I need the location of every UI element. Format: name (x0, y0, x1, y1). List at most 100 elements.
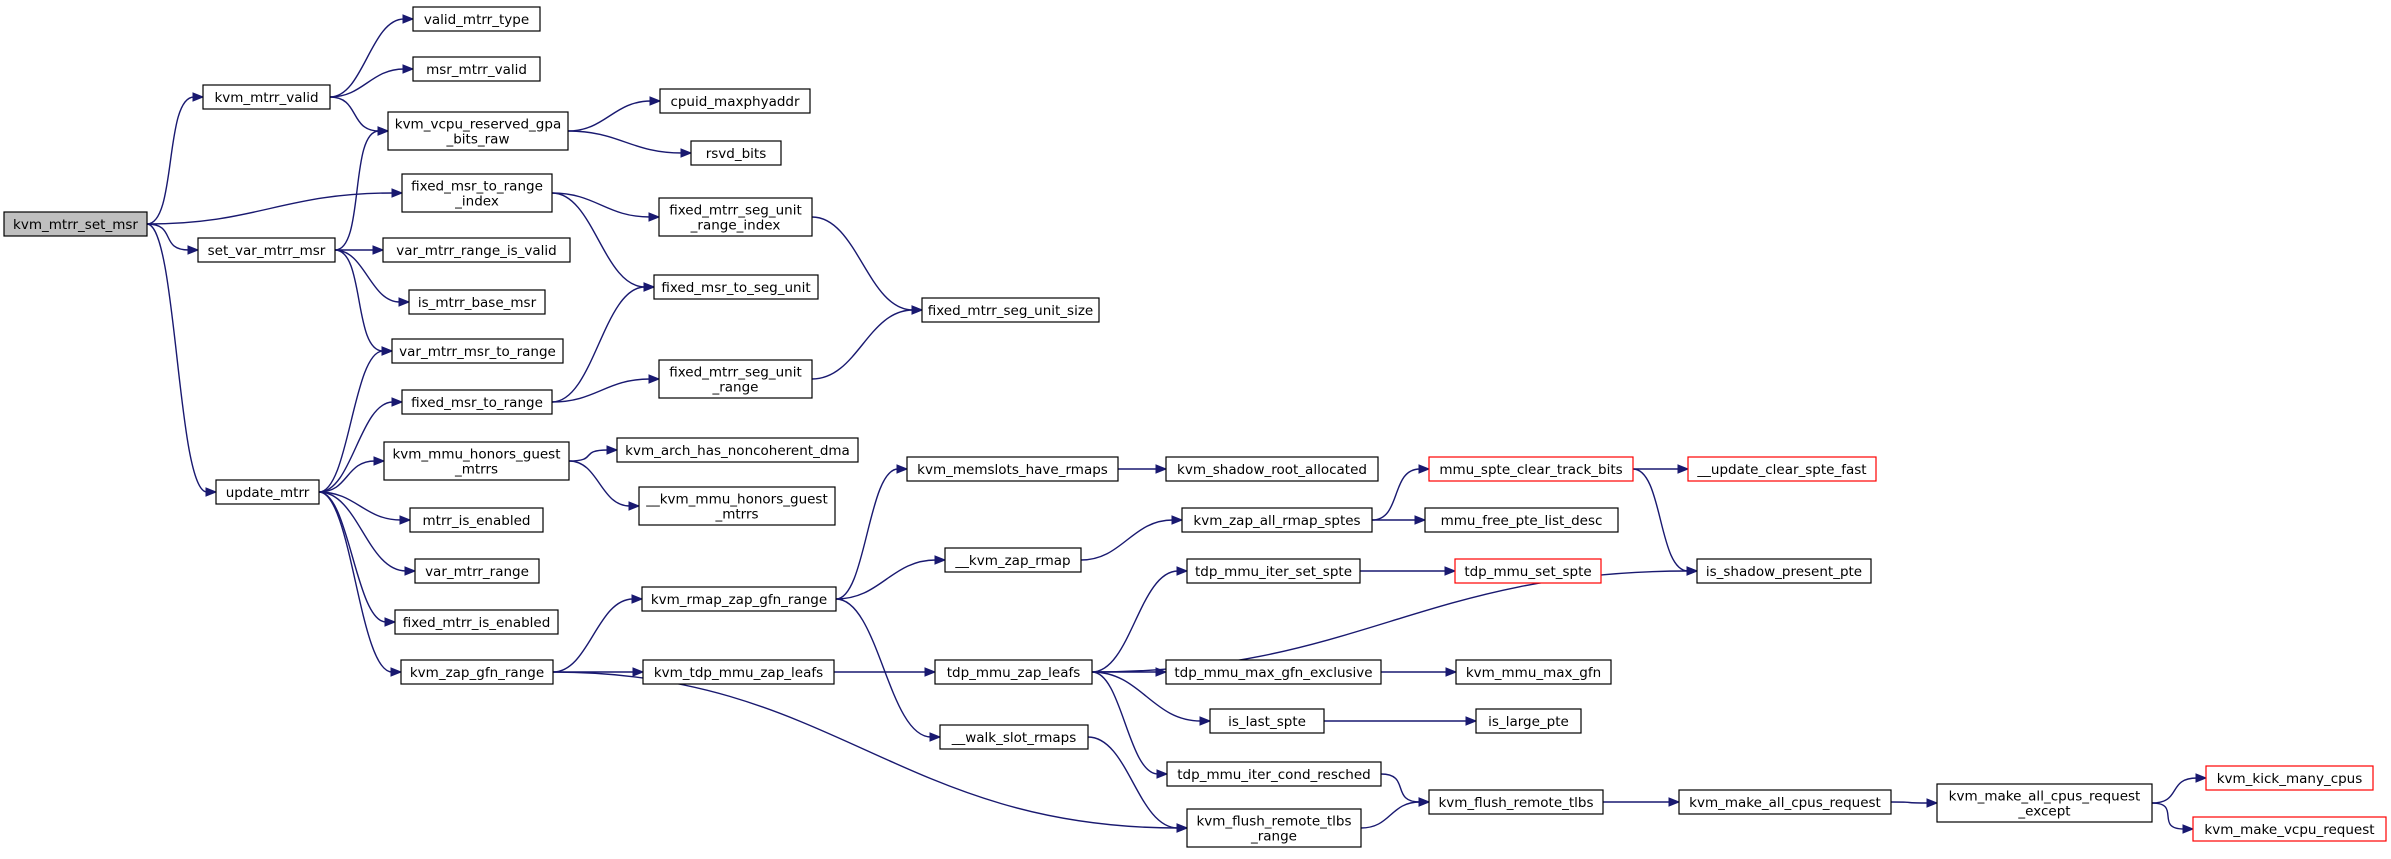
node-box[interactable] (1428, 456, 1634, 482)
node-box[interactable] (401, 389, 553, 415)
node-box[interactable] (1678, 789, 1892, 815)
node-__kvm_mmu_honors_guest_mtrrs[interactable]: __kvm_mmu_honors_guest_mtrrs (638, 486, 836, 526)
node-box[interactable] (1165, 659, 1382, 685)
node-box[interactable] (1696, 558, 1872, 584)
node-fixed_msr_to_range[interactable]: fixed_msr_to_range (401, 389, 553, 415)
node-box[interactable] (382, 237, 571, 263)
node-kvm_make_all_cpus_request[interactable]: kvm_make_all_cpus_request (1678, 789, 1892, 815)
node-box[interactable] (1454, 558, 1602, 584)
node-box[interactable] (414, 558, 540, 584)
node-mmu_free_pte_list_desc[interactable]: mmu_free_pte_list_desc (1424, 507, 1619, 533)
node-box[interactable] (642, 659, 835, 685)
node-set_var_mtrr_msr[interactable]: set_var_mtrr_msr (197, 237, 336, 263)
node-fixed_msr_to_range_index[interactable]: fixed_msr_to_range_index (401, 173, 553, 213)
node-update_mtrr[interactable]: update_mtrr (215, 479, 320, 505)
node-kvm_mtrr_set_msr[interactable]: kvm_mtrr_set_msr (3, 211, 148, 237)
node-is_large_pte[interactable]: is_large_pte (1475, 708, 1582, 734)
node-box[interactable] (690, 140, 782, 166)
node-kvm_kick_many_cpus[interactable]: kvm_kick_many_cpus (2205, 765, 2374, 791)
node-tdp_mmu_iter_cond_resched[interactable]: tdp_mmu_iter_cond_resched (1166, 761, 1382, 787)
node-kvm_vcpu_reserved_gpa_bits_raw[interactable]: kvm_vcpu_reserved_gpa_bits_raw (387, 111, 569, 151)
node-kvm_zap_gfn_range[interactable]: kvm_zap_gfn_range (400, 659, 554, 685)
node-kvm_shadow_root_allocated[interactable]: kvm_shadow_root_allocated (1165, 456, 1379, 482)
node-box[interactable] (1936, 783, 2153, 823)
node-cpuid_maxphyaddr[interactable]: cpuid_maxphyaddr (659, 88, 811, 114)
node-box[interactable] (1424, 507, 1619, 533)
node-box[interactable] (638, 486, 836, 526)
node-box[interactable] (934, 659, 1093, 685)
node-box[interactable] (1475, 708, 1582, 734)
node-kvm_mmu_max_gfn[interactable]: kvm_mmu_max_gfn (1455, 659, 1612, 685)
node-box[interactable] (1687, 456, 1877, 482)
node-mtrr_is_enabled[interactable]: mtrr_is_enabled (409, 507, 544, 533)
node-box[interactable] (400, 659, 554, 685)
node-box[interactable] (1455, 659, 1612, 685)
node-tdp_mmu_zap_leafs[interactable]: tdp_mmu_zap_leafs (934, 659, 1093, 685)
node-box[interactable] (202, 84, 331, 110)
node-box[interactable] (394, 609, 559, 635)
node-box[interactable] (659, 88, 811, 114)
node-box[interactable] (641, 586, 837, 612)
node-box[interactable] (2192, 816, 2387, 842)
node-box[interactable] (1165, 456, 1379, 482)
node-tdp_mmu_iter_set_spte[interactable]: tdp_mmu_iter_set_spte (1186, 558, 1361, 584)
node-var_mtrr_msr_to_range[interactable]: var_mtrr_msr_to_range (391, 338, 564, 364)
node-box[interactable] (387, 111, 569, 151)
node-box[interactable] (391, 338, 564, 364)
node-__kvm_zap_rmap[interactable]: __kvm_zap_rmap (944, 547, 1082, 573)
node-kvm_zap_all_rmap_sptes[interactable]: kvm_zap_all_rmap_sptes (1181, 507, 1373, 533)
node-var_mtrr_range_is_valid[interactable]: var_mtrr_range_is_valid (382, 237, 571, 263)
node-box[interactable] (1209, 708, 1325, 734)
node-is_last_spte[interactable]: is_last_spte (1209, 708, 1325, 734)
node-kvm_flush_remote_tlbs[interactable]: kvm_flush_remote_tlbs (1428, 789, 1604, 815)
node-kvm_mmu_honors_guest_mtrrs[interactable]: kvm_mmu_honors_guest_mtrrs (383, 441, 570, 481)
node-fixed_mtrr_seg_unit_range[interactable]: fixed_mtrr_seg_unit_range (658, 359, 813, 399)
node-kvm_flush_remote_tlbs_range[interactable]: kvm_flush_remote_tlbs_range (1186, 808, 1362, 848)
node-kvm_arch_has_noncoherent_dma[interactable]: kvm_arch_has_noncoherent_dma (616, 437, 859, 463)
node-kvm_make_all_cpus_request_except[interactable]: kvm_make_all_cpus_request_except (1936, 783, 2153, 823)
node-tdp_mmu_max_gfn_exclusive[interactable]: tdp_mmu_max_gfn_exclusive (1165, 659, 1382, 685)
node-kvm_mtrr_valid[interactable]: kvm_mtrr_valid (202, 84, 331, 110)
node-kvm_rmap_zap_gfn_range[interactable]: kvm_rmap_zap_gfn_range (641, 586, 837, 612)
node-rsvd_bits[interactable]: rsvd_bits (690, 140, 782, 166)
node-box[interactable] (401, 173, 553, 213)
node-box[interactable] (408, 289, 546, 315)
node-tdp_mmu_set_spte[interactable]: tdp_mmu_set_spte (1454, 558, 1602, 584)
node-kvm_make_vcpu_request[interactable]: kvm_make_vcpu_request (2192, 816, 2387, 842)
node-__update_clear_spte_fast[interactable]: __update_clear_spte_fast (1687, 456, 1877, 482)
node-__walk_slot_rmaps[interactable]: __walk_slot_rmaps (939, 724, 1089, 750)
node-box[interactable] (1186, 558, 1361, 584)
node-box[interactable] (1428, 789, 1604, 815)
node-box[interactable] (939, 724, 1089, 750)
node-fixed_msr_to_seg_unit[interactable]: fixed_msr_to_seg_unit (653, 274, 819, 300)
node-box[interactable] (215, 479, 320, 505)
node-var_mtrr_range[interactable]: var_mtrr_range (414, 558, 540, 584)
node-box[interactable] (1186, 808, 1362, 848)
node-box[interactable] (616, 437, 859, 463)
node-kvm_tdp_mmu_zap_leafs[interactable]: kvm_tdp_mmu_zap_leafs (642, 659, 835, 685)
node-box[interactable] (658, 359, 813, 399)
node-box[interactable] (921, 297, 1100, 323)
node-is_mtrr_base_msr[interactable]: is_mtrr_base_msr (408, 289, 546, 315)
node-mmu_spte_clear_track_bits[interactable]: mmu_spte_clear_track_bits (1428, 456, 1634, 482)
node-fixed_mtrr_seg_unit_size[interactable]: fixed_mtrr_seg_unit_size (921, 297, 1100, 323)
node-box[interactable] (944, 547, 1082, 573)
node-box[interactable] (906, 456, 1119, 482)
node-is_shadow_present_pte[interactable]: is_shadow_present_pte (1696, 558, 1872, 584)
node-valid_mtrr_type[interactable]: valid_mtrr_type (412, 6, 541, 32)
node-fixed_mtrr_seg_unit_range_index[interactable]: fixed_mtrr_seg_unit_range_index (658, 197, 813, 237)
node-box[interactable] (197, 237, 336, 263)
node-box[interactable] (1181, 507, 1373, 533)
node-box[interactable] (412, 6, 541, 32)
node-box[interactable] (409, 507, 544, 533)
node-box[interactable] (2205, 765, 2374, 791)
node-box[interactable] (653, 274, 819, 300)
node-box[interactable] (3, 211, 148, 237)
node-box[interactable] (658, 197, 813, 237)
node-fixed_mtrr_is_enabled[interactable]: fixed_mtrr_is_enabled (394, 609, 559, 635)
node-kvm_memslots_have_rmaps[interactable]: kvm_memslots_have_rmaps (906, 456, 1119, 482)
node-box[interactable] (383, 441, 570, 481)
node-box[interactable] (412, 56, 541, 82)
node-msr_mtrr_valid[interactable]: msr_mtrr_valid (412, 56, 541, 82)
node-box[interactable] (1166, 761, 1382, 787)
